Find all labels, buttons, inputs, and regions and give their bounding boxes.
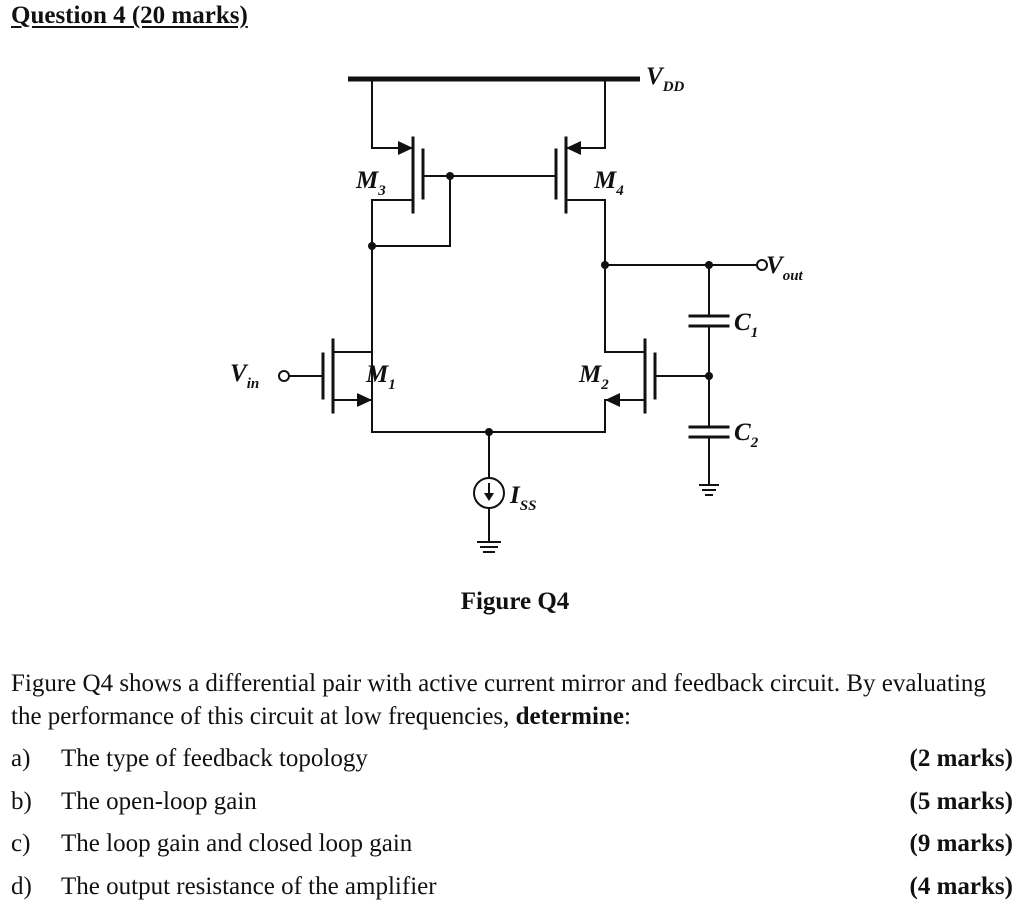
part-letter: a) — [11, 745, 31, 772]
svg-text:M3: M3 — [355, 167, 386, 199]
m3-label: M — [355, 167, 379, 194]
svg-text:M2: M2 — [578, 361, 609, 393]
svg-text:C1: C1 — [734, 309, 758, 341]
m4-label: M — [593, 167, 617, 194]
m1-arrow — [357, 393, 372, 407]
svg-text:C2: C2 — [734, 419, 759, 451]
part-b: b) The open-loop gain (5 marks) — [11, 785, 1013, 828]
iss-label: I — [509, 482, 521, 509]
svg-text:VDD: VDD — [646, 63, 685, 95]
svg-text:ISS: ISS — [509, 482, 536, 514]
vin-terminal — [278, 370, 290, 382]
part-marks: (5 marks) — [909, 787, 1013, 815]
part-letter: c) — [11, 830, 31, 857]
description-suffix: : — [623, 703, 631, 730]
svg-text:Vout: Vout — [766, 252, 804, 284]
figure-caption: Figure Q4 — [460, 588, 570, 615]
m1-label: M — [365, 361, 389, 388]
part-marks: (4 marks) — [909, 872, 1013, 900]
part-marks: (9 marks) — [909, 830, 1013, 857]
svg-text:M4: M4 — [593, 167, 624, 199]
part-letter: b) — [11, 787, 32, 815]
question-parts: a) The type of feedback topology (2 mark… — [11, 742, 1013, 912]
part-c: c) The loop gain and closed loop gain (9… — [11, 827, 1013, 870]
description-text: Figure Q4 shows a differential pair with… — [11, 670, 986, 730]
part-text: The output resistance of the amplifier — [61, 872, 437, 900]
part-d: d) The output resistance of the amplifie… — [11, 870, 1013, 913]
vout-label: V — [766, 252, 785, 279]
question-description: Figure Q4 shows a differential pair with… — [11, 667, 1011, 733]
m4-arrow — [566, 141, 581, 155]
svg-text:M1: M1 — [365, 361, 396, 393]
circuit-diagram: VDD M3 M4 Vout C1 Vin M1 M2 C2 ISS — [230, 63, 804, 553]
vin-label: V — [230, 360, 249, 387]
c1-label: C — [734, 309, 751, 336]
part-text: The type of feedback topology — [61, 745, 368, 772]
m2-arrow — [605, 393, 620, 407]
svg-text:Vin: Vin — [230, 360, 259, 392]
iss-arrow — [484, 493, 494, 501]
vout-terminal — [756, 259, 768, 271]
part-marks: (2 marks) — [909, 745, 1013, 772]
description-emphasis: determine — [515, 703, 624, 730]
part-text: The open-loop gain — [61, 787, 257, 815]
part-letter: d) — [11, 872, 32, 900]
m2-label: M — [578, 361, 602, 388]
question-heading: Question 4 (20 marks) — [11, 2, 248, 29]
m3-arrow — [398, 141, 413, 155]
c2-label: C — [734, 419, 751, 446]
vdd-label: V — [646, 63, 665, 90]
part-a: a) The type of feedback topology (2 mark… — [11, 742, 1013, 785]
part-text: The loop gain and closed loop gain — [61, 830, 413, 857]
